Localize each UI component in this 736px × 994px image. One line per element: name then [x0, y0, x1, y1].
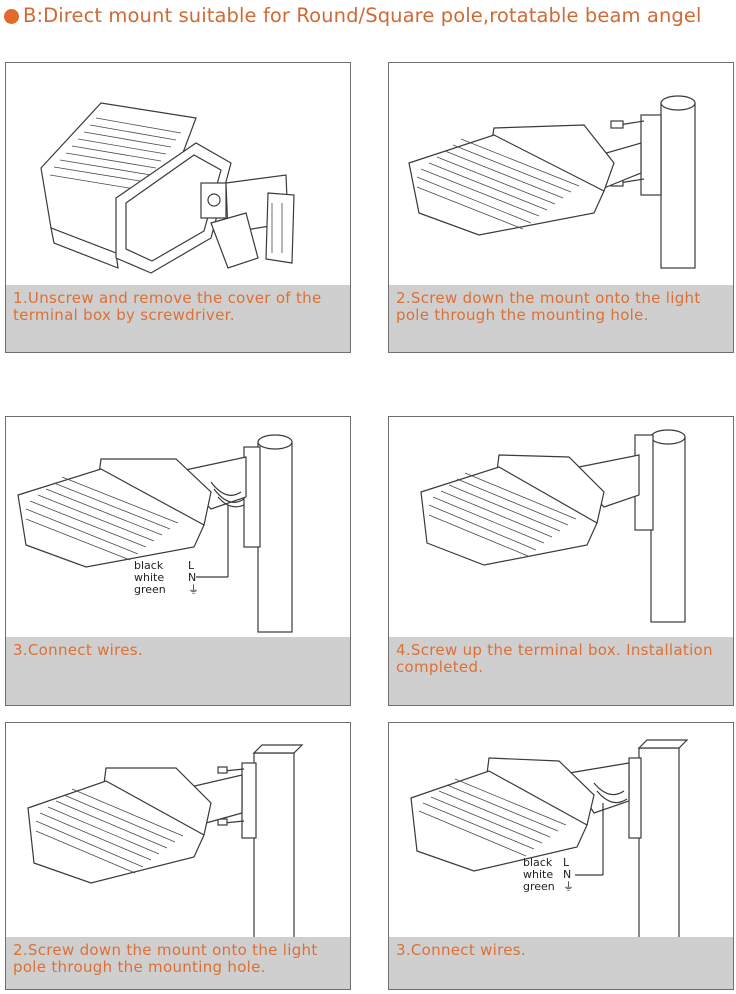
step-caption: 4.Screw up the terminal box. Installatio… — [389, 637, 733, 705]
step-caption-text: 3.Connect wires. — [13, 641, 143, 659]
light-square-pole-screws-icon — [27, 744, 304, 939]
light-round-pole-wiring-icon: black L white N green ⏚ — [17, 434, 293, 633]
step-panel-5: 2.Screw down the mount onto the light po… — [5, 722, 351, 990]
wire-label-white: white — [134, 571, 164, 584]
step-panel-4: 4.Screw up the terminal box. Installatio… — [388, 416, 734, 706]
wire-label-N: N — [188, 571, 196, 584]
light-fixture-open-cover-icon — [40, 102, 295, 274]
step-caption-text: 4.Screw up the terminal box. Installatio… — [396, 641, 713, 676]
wire-label-green: green — [134, 583, 166, 596]
wire-label-N: N — [563, 868, 571, 881]
step-caption: 3.Connect wires. — [6, 637, 350, 705]
wire-label-green: green — [523, 880, 555, 893]
page-title: B:Direct mount suitable for Round/Square… — [23, 4, 702, 27]
step-caption: 2.Screw down the mount onto the light po… — [389, 285, 733, 352]
step-caption: 2.Screw down the mount onto the light po… — [6, 937, 350, 989]
step-caption-text: 2.Screw down the mount onto the light po… — [13, 941, 318, 976]
bullet-dot — [4, 9, 19, 24]
wire-label-black: black — [523, 856, 553, 869]
light-round-pole-installed-icon — [420, 429, 686, 623]
light-round-pole-screws-icon — [408, 95, 696, 269]
step-caption-text: 2.Screw down the mount onto the light po… — [396, 289, 701, 324]
step-panel-2: 2.Screw down the mount onto the light po… — [388, 62, 734, 353]
step-panel-6: black L white N green ⏚ 3.Connect wires. — [388, 722, 734, 990]
wire-label-black: black — [134, 559, 164, 572]
step-caption-text: 3.Connect wires. — [396, 941, 526, 959]
wire-label-white: white — [523, 868, 553, 881]
wire-label-L: L — [563, 856, 570, 869]
page-header: B:Direct mount suitable for Round/Square… — [0, 0, 736, 36]
step-panel-3: black L white N green ⏚ 3.Connect wires. — [5, 416, 351, 706]
step-caption-text: 1.Unscrew and remove the cover of the te… — [13, 289, 322, 324]
ground-symbol-icon: ⏚ — [563, 880, 574, 893]
step-caption: 1.Unscrew and remove the cover of the te… — [6, 285, 350, 352]
ground-symbol-icon: ⏚ — [188, 583, 199, 596]
light-square-pole-wiring-icon: black L white N green ⏚ — [410, 739, 689, 939]
step-panel-1: 1.Unscrew and remove the cover of the te… — [5, 62, 351, 353]
wire-label-L: L — [188, 559, 195, 572]
step-caption: 3.Connect wires. — [389, 937, 733, 989]
